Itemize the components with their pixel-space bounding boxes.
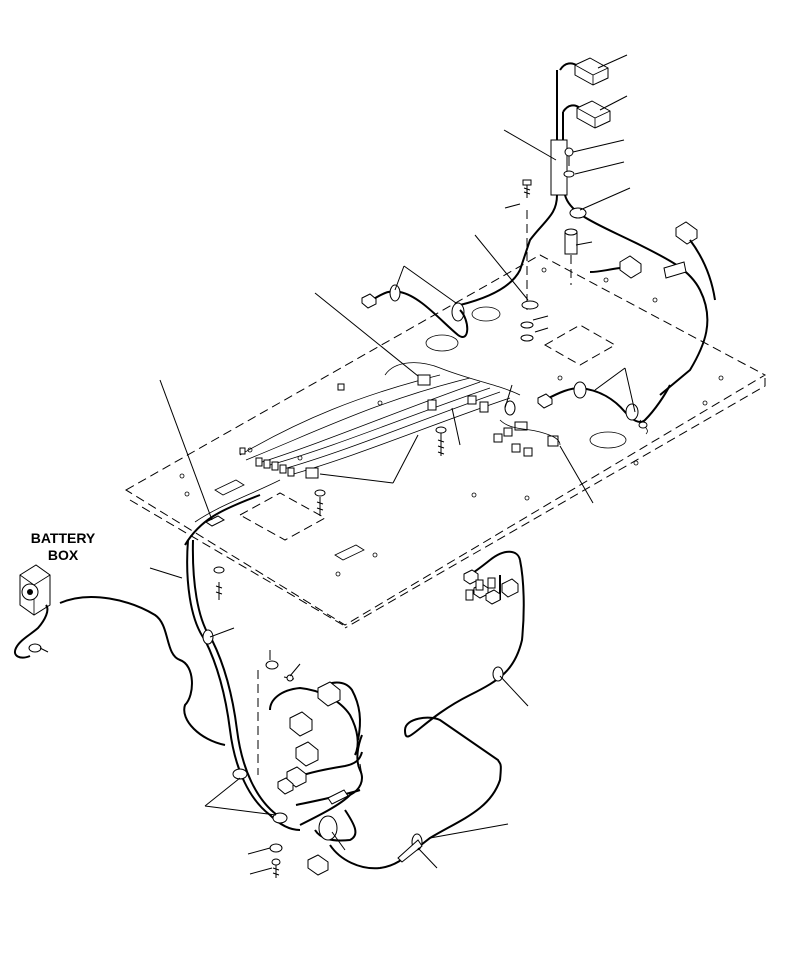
lower-clamps [202,629,504,863]
base-plate [125,254,767,629]
battery-box-label-line2: BOX [47,547,79,563]
washer-nut-stack [520,321,534,342]
lower-fasteners [257,660,295,878]
clamp-top [569,207,687,279]
top-connector-1 [574,57,609,86]
battery-box-connector [14,564,51,659]
bundle-connectors [239,374,561,479]
top-bolt [563,147,575,178]
top-connector-2 [576,100,611,129]
wire-bundle [184,362,521,546]
plate-fasteners [213,426,447,600]
battery-box-label-line1: BATTERY [30,530,96,546]
mid-connector [589,255,642,279]
top-screw [522,179,532,198]
upper-left-loop [361,284,469,338]
clip-bracket [205,515,225,527]
spacer [564,228,578,255]
right-connector [675,221,716,301]
lower-harness [59,539,525,870]
upper-harness [459,62,709,396]
right-loop [537,381,671,435]
battery-box-label: BATTERY BOX [18,530,108,564]
leader-lines [149,54,636,875]
cable-tie-upper [451,300,539,322]
lower-connectors [277,569,519,876]
